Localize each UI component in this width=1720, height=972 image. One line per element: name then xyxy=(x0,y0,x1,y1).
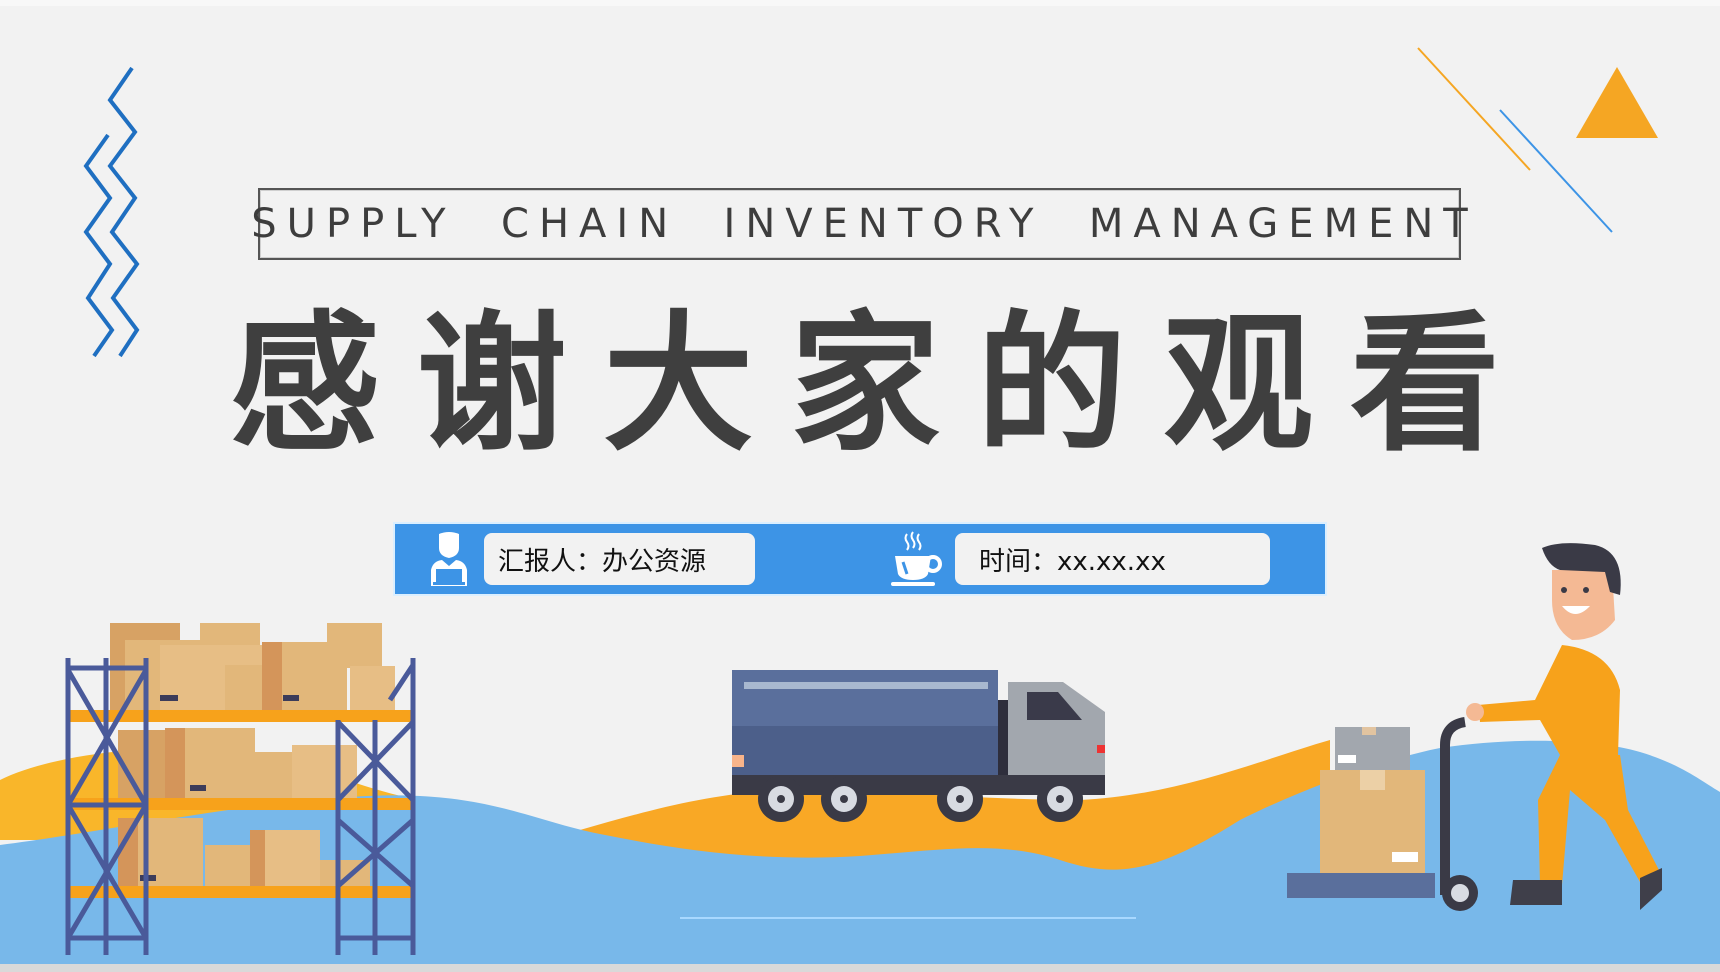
worker-legs xyxy=(1538,755,1660,885)
coffee-cup-icon xyxy=(891,531,942,586)
zigzag-line-right xyxy=(107,66,140,358)
blue-wave xyxy=(0,740,1720,964)
orange-triangle-icon xyxy=(1576,67,1658,138)
truck-window xyxy=(1027,692,1082,720)
title-char: 感 xyxy=(230,298,381,472)
time-label: 时间：xx.xx.xx xyxy=(979,546,1166,577)
zigzag-line-left xyxy=(83,133,115,358)
subtitle-box: SUPPLY CHAIN INVENTORY MANAGEMENT xyxy=(251,188,1468,260)
title-char: 大 xyxy=(603,298,754,472)
blue-diagonal-line xyxy=(1499,109,1613,233)
info-bar: 汇报人：办公资源 时间：xx.xx.xx xyxy=(395,524,1325,594)
main-title: 感 谢 大 家 的 观 看 xyxy=(230,305,1500,465)
person-laptop-icon xyxy=(431,532,467,586)
time-field: 时间：xx.xx.xx xyxy=(955,533,1270,585)
title-char: 谢 xyxy=(416,298,567,472)
top-edge xyxy=(0,0,1720,6)
worker-body xyxy=(1478,645,1620,755)
shelf-beam xyxy=(68,886,411,898)
truck-wheels xyxy=(758,776,1083,822)
reporter-field: 汇报人：办公资源 xyxy=(484,533,755,585)
reporter-label: 汇报人：办公资源 xyxy=(498,546,707,577)
shelf-frame-right xyxy=(335,658,416,955)
bottom-edge xyxy=(0,964,1720,972)
title-char: 家 xyxy=(789,298,940,472)
title-char: 的 xyxy=(976,298,1127,472)
worker-head xyxy=(1552,570,1615,640)
worker-hair xyxy=(1542,543,1621,595)
subtitle-en: SUPPLY CHAIN INVENTORY MANAGEMENT xyxy=(251,201,1478,247)
shelf-beam xyxy=(68,798,411,810)
shelf-beam xyxy=(68,710,411,722)
trolley-base xyxy=(1287,873,1435,898)
orange-diagonal-line xyxy=(1417,47,1531,171)
shelf-frame-left xyxy=(65,658,149,955)
title-char: 看 xyxy=(1349,298,1500,472)
title-char: 观 xyxy=(1163,298,1314,472)
